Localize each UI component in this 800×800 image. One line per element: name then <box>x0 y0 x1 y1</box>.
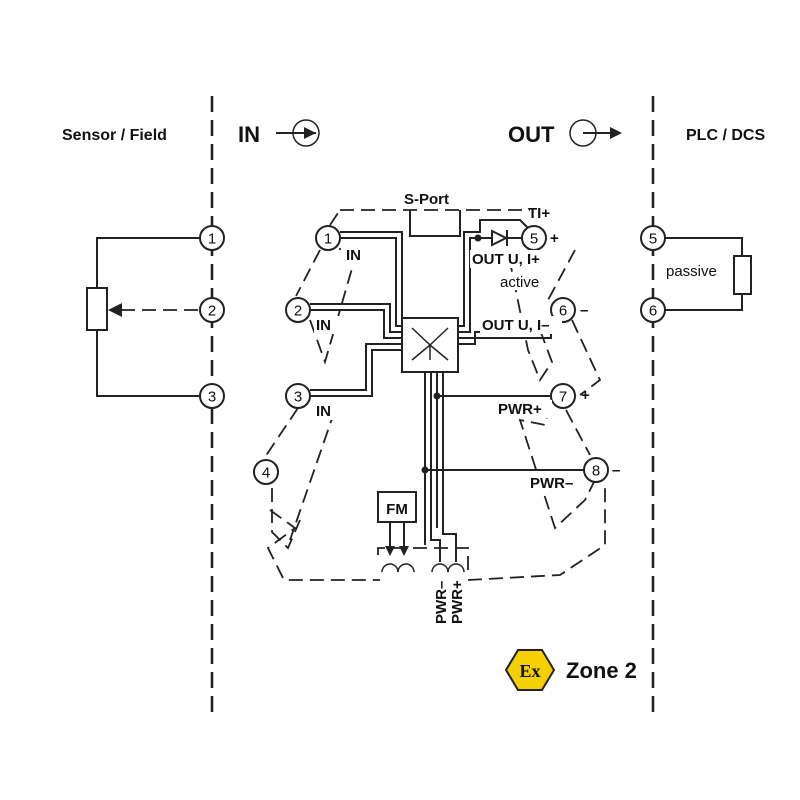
terminal-6-sign: – <box>580 302 588 319</box>
svg-text:8: 8 <box>592 463 600 480</box>
svg-text:1: 1 <box>324 231 332 248</box>
module-terminal-3: 3 <box>285 383 311 409</box>
plc-dcs-header: PLC / DCS <box>686 127 765 144</box>
svg-text:5: 5 <box>530 231 538 248</box>
module-terminal-1: 1 <box>315 225 341 251</box>
module-terminal-8: 8 <box>583 457 609 483</box>
arrow-out-icon <box>569 119 622 147</box>
svg-text:7: 7 <box>559 389 567 406</box>
bus-pwr-plus-label: PWR+ <box>449 580 466 624</box>
module-outline <box>264 209 606 581</box>
resistor-icon <box>665 237 752 311</box>
pwr-minus-label: PWR– <box>530 475 573 492</box>
svg-text:4: 4 <box>262 465 270 482</box>
in-label-3: IN <box>316 403 331 420</box>
svg-text:6: 6 <box>649 303 657 320</box>
out-ui-plus-label: OUT U, I+ <box>472 251 540 268</box>
zone-label: Zone 2 <box>566 658 637 683</box>
svg-text:2: 2 <box>294 303 302 320</box>
module-terminal-2: 2 <box>285 297 311 323</box>
terminal-7-sign: + <box>581 387 590 404</box>
svg-text:3: 3 <box>294 389 302 406</box>
module-terminal-7: 7 <box>550 383 576 409</box>
fm-label: FM <box>386 501 408 518</box>
ex-zone-icon: Ex <box>504 649 556 691</box>
isolation-block-icon <box>401 317 459 373</box>
pwr-plus-label: PWR+ <box>498 401 542 418</box>
svg-text:3: 3 <box>208 389 216 406</box>
svg-text:Ex: Ex <box>519 661 540 681</box>
input-terminal-2: 2 <box>199 297 225 323</box>
out-header: OUT <box>508 122 555 147</box>
active-label: active <box>500 274 539 291</box>
module-terminal-4: 4 <box>253 459 279 485</box>
power-wiring <box>421 372 584 562</box>
bus-connector <box>381 563 465 573</box>
in-header: IN <box>238 122 260 147</box>
out-ui-minus-label: OUT U, I– <box>482 317 550 334</box>
in-label-1: IN <box>346 247 361 264</box>
sensor-field-header: Sensor / Field <box>62 127 167 144</box>
bus-pwr-minus-label: PWR– <box>433 581 450 624</box>
input-wiring <box>310 231 403 397</box>
s-port-label: S-Port <box>404 191 449 208</box>
s-port-connector <box>409 210 461 237</box>
diode-icon <box>474 229 509 247</box>
ti-plus-label: TI+ <box>528 205 550 222</box>
input-terminal-1: 1 <box>199 225 225 251</box>
module-terminal-5: 5 <box>521 225 547 251</box>
input-terminal-3: 3 <box>199 383 225 409</box>
fm-block: FM <box>377 491 417 556</box>
svg-text:6: 6 <box>559 303 567 320</box>
arrow-in-icon <box>276 119 320 147</box>
terminal-5-sign: + <box>550 230 559 247</box>
output-terminal-5: 5 <box>640 225 666 251</box>
in-label-2: IN <box>316 317 331 334</box>
svg-text:5: 5 <box>649 231 657 248</box>
svg-text:2: 2 <box>208 303 216 320</box>
svg-text:1: 1 <box>208 231 216 248</box>
output-terminal-6: 6 <box>640 297 666 323</box>
passive-label: passive <box>666 263 717 280</box>
terminal-8-sign: – <box>612 462 620 479</box>
potentiometer-icon <box>86 237 199 397</box>
